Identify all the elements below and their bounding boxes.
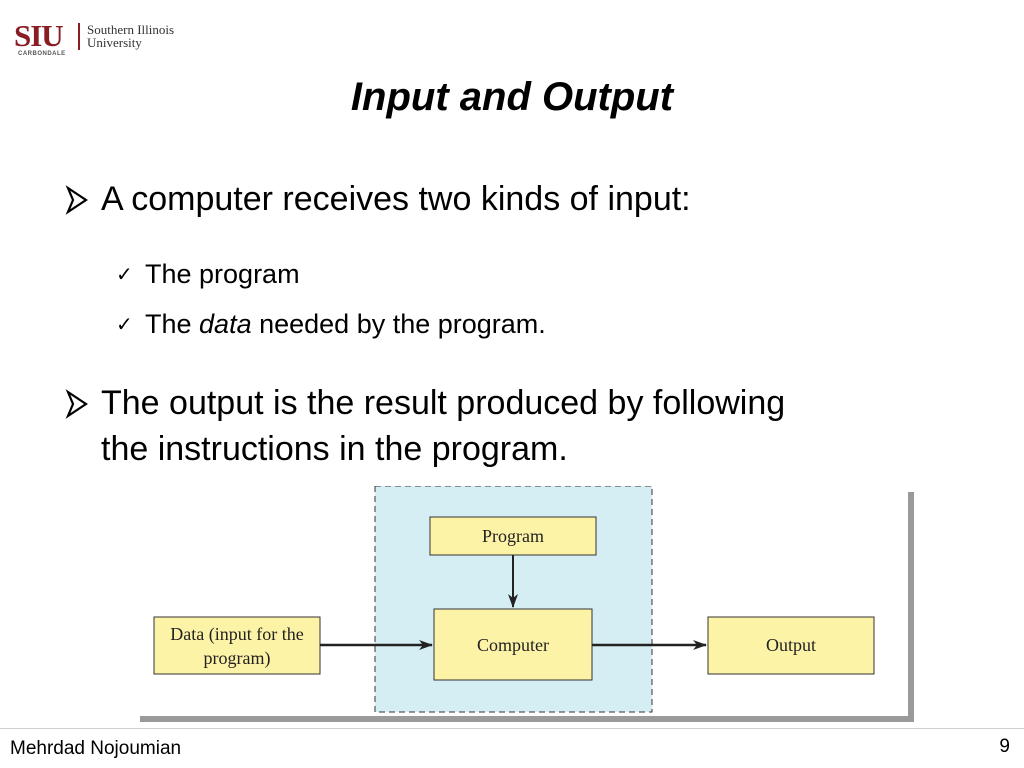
data-box [153, 616, 321, 675]
arrow-bullet-icon [64, 380, 90, 438]
logo-name-line1: Southern Illinois [87, 22, 175, 37]
logo-name-line2: University [87, 35, 142, 50]
io-diagram: Program Data (input for the program) Com… [134, 485, 914, 722]
sub-bullet-text: The data needed by the program. [145, 308, 546, 340]
university-logo: SIU Southern Illinois University CARBOND… [14, 20, 214, 60]
sub-bullet-item: ✓ The program [116, 258, 716, 290]
bullet-text: A computer receives two kinds of input: [101, 180, 691, 218]
footer-author: Mehrdad Nojoumian [10, 738, 182, 759]
bullet-text-line1: The output is the result produced by fol… [101, 384, 786, 422]
computer-box [433, 608, 593, 681]
logo-initials: SIU [14, 18, 64, 53]
sub-bullet-text: The program [145, 259, 300, 289]
sub-bullet-text-post: needed by the program. [251, 309, 546, 339]
bullet-text-line2: the instructions in the program. [101, 430, 568, 468]
footer-divider [0, 728, 1024, 729]
program-box [429, 516, 597, 556]
computer-label: Computer [477, 635, 549, 655]
sub-bullet-text-pre: The [145, 309, 200, 339]
output-box [707, 616, 875, 675]
checkmark-icon: ✓ [116, 262, 133, 286]
arrow-bullet-icon [64, 176, 90, 234]
bullet-item: A computer receives two kinds of input: [64, 176, 964, 222]
data-label-line1: Data (input for the [170, 624, 303, 645]
io-diagram-svg: Program Data (input for the program) Com… [134, 485, 914, 722]
program-label: Program [482, 526, 544, 546]
checkmark-icon: ✓ [116, 312, 133, 336]
data-label-line2: program) [204, 648, 271, 669]
logo-divider [78, 23, 80, 50]
sub-bullet-item: ✓ The data needed by the program. [116, 308, 716, 340]
output-label: Output [766, 635, 816, 655]
slide-title: Input and Output [350, 75, 674, 119]
logo-subline: CARBONDALE [18, 51, 66, 57]
page-number: 9 [999, 736, 1010, 757]
bullet-text: The output is the result produced by fol… [101, 380, 785, 472]
sub-bullet-emphasis: data [199, 309, 252, 339]
bullet-item: The output is the result produced by fol… [64, 380, 964, 472]
